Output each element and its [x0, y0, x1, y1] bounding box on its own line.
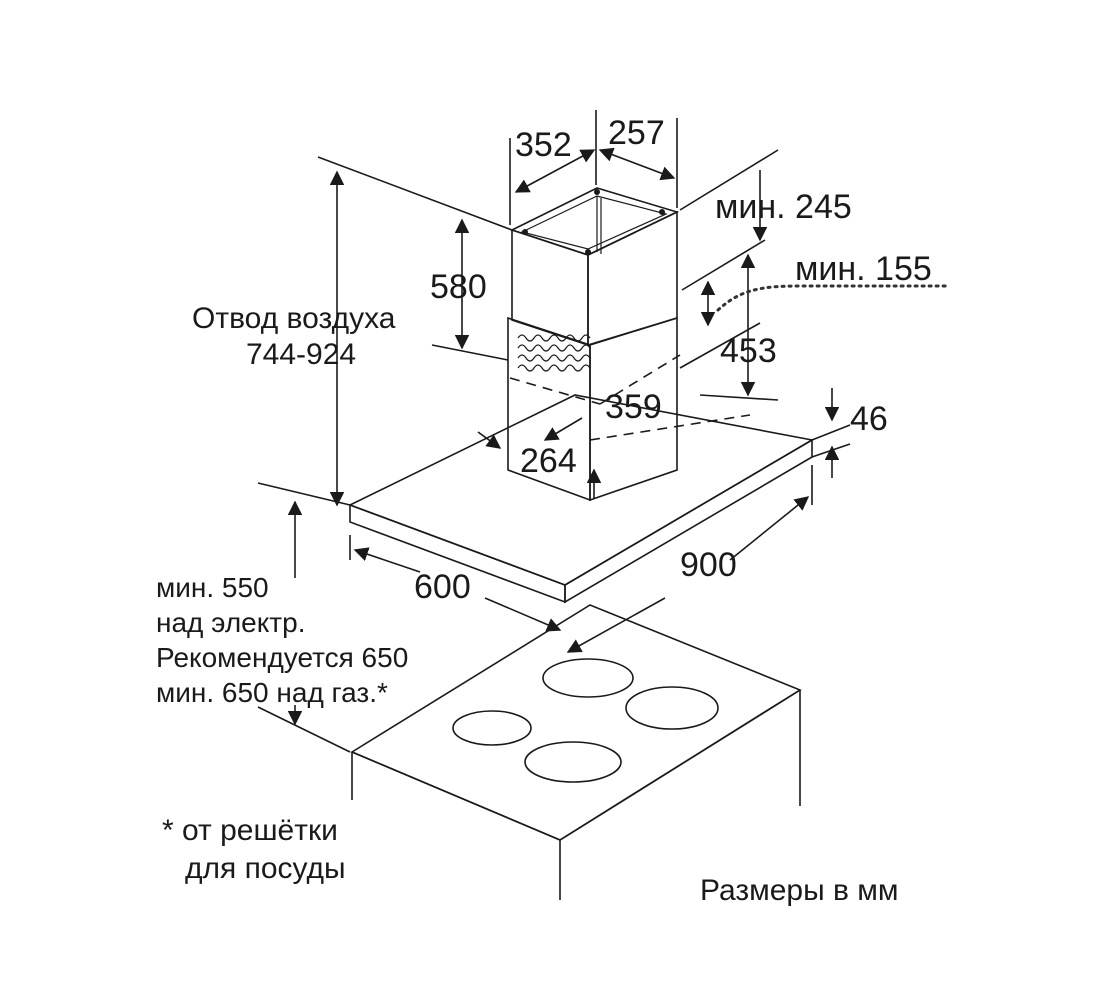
clearance-gas-min: мин. 650 над газ.* — [156, 677, 388, 708]
vent-grille — [517, 334, 591, 372]
dim-canopy-width: 900 — [680, 546, 737, 584]
dim-inner-width: 264 — [520, 442, 577, 480]
clearance-electric-label: над электр. — [156, 607, 305, 638]
burner-back — [542, 658, 634, 698]
dim-upper-height: 580 — [430, 268, 487, 306]
dim-min-ceiling: мин. 245 — [715, 188, 852, 226]
burner-front — [524, 741, 622, 783]
dim-canopy-depth: 600 — [414, 568, 471, 606]
dim-min-side: мин. 155 — [795, 250, 932, 288]
dim-chimney-lower: 453 — [720, 332, 777, 370]
burner-right — [625, 686, 719, 730]
air-duct-label: Отвод воздуха — [192, 302, 396, 335]
dim-chimney-width: 352 — [515, 126, 572, 164]
chimney-upper — [509, 187, 680, 347]
cooktop — [350, 604, 802, 900]
dim-chimney-depth: 257 — [608, 114, 665, 152]
clearance-recommended: Рекомендуется 650 — [156, 642, 408, 673]
dim-canopy-thickness: 46 — [850, 400, 888, 438]
burner-left — [452, 710, 532, 746]
footnote-line2: для посуды — [185, 852, 346, 885]
air-duct-range: 744-924 — [246, 338, 356, 371]
clearance-electric-min: мин. 550 — [156, 572, 269, 603]
side-clearance-dots — [716, 284, 952, 312]
dim-inner-depth: 359 — [605, 388, 662, 426]
footnote-line1: * от решётки — [162, 814, 338, 847]
units-note: Размеры в мм — [700, 874, 899, 907]
